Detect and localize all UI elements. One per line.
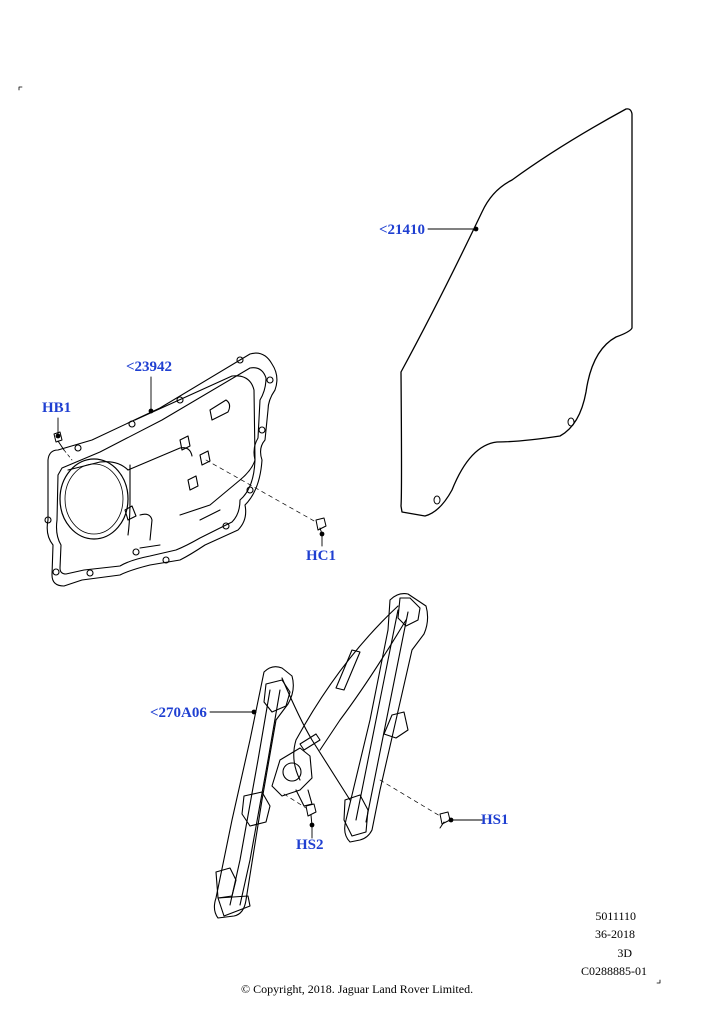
panel-clip	[162, 556, 170, 564]
callout-hs1[interactable]: HS1	[481, 812, 509, 828]
panel-clip	[266, 376, 274, 384]
panel-clip	[236, 356, 244, 364]
panel-clip	[86, 569, 94, 577]
screw-hs1	[379, 779, 451, 829]
panel-clip	[132, 548, 140, 556]
panel-clip	[128, 420, 136, 428]
callout-hb1[interactable]: HB1	[42, 400, 72, 416]
glass-mounting-hole	[567, 417, 575, 427]
speaker-opening-rim	[64, 463, 124, 535]
callout-hc1[interactable]: HC1	[306, 548, 336, 564]
callout-270a06[interactable]: <270A06	[150, 705, 207, 721]
crop-mark-top-left	[18, 86, 23, 91]
speaker-opening	[59, 458, 129, 540]
door-inner-panel	[44, 352, 278, 587]
drawing-id: C0288885-01	[581, 964, 647, 978]
panel-clip	[74, 444, 82, 452]
drawing-view: 3D	[617, 946, 632, 960]
door-glass	[400, 108, 633, 517]
panel-clip	[222, 522, 230, 530]
panel-clip	[246, 486, 254, 494]
panel-clip	[44, 516, 52, 524]
panel-clip	[52, 568, 60, 576]
leader-lines	[57, 228, 483, 839]
drawing-date: 36-2018	[595, 927, 635, 941]
callout-hs2[interactable]: HS2	[296, 837, 324, 853]
glass-mounting-hole	[433, 495, 441, 505]
drawing-number: 5011110	[595, 909, 636, 923]
panel-clip	[176, 396, 184, 404]
regulator-drum	[282, 762, 302, 782]
clip-hc1	[205, 459, 327, 535]
leader-dots	[55, 226, 479, 828]
copyright-notice: © Copyright, 2018. Jaguar Land Rover Lim…	[241, 982, 474, 996]
callout-23942[interactable]: <23942	[126, 359, 173, 375]
crop-mark-bottom-right	[656, 979, 661, 984]
panel-clip	[258, 426, 266, 434]
window-regulator	[213, 593, 429, 919]
callout-21410[interactable]: <21410	[379, 222, 426, 238]
